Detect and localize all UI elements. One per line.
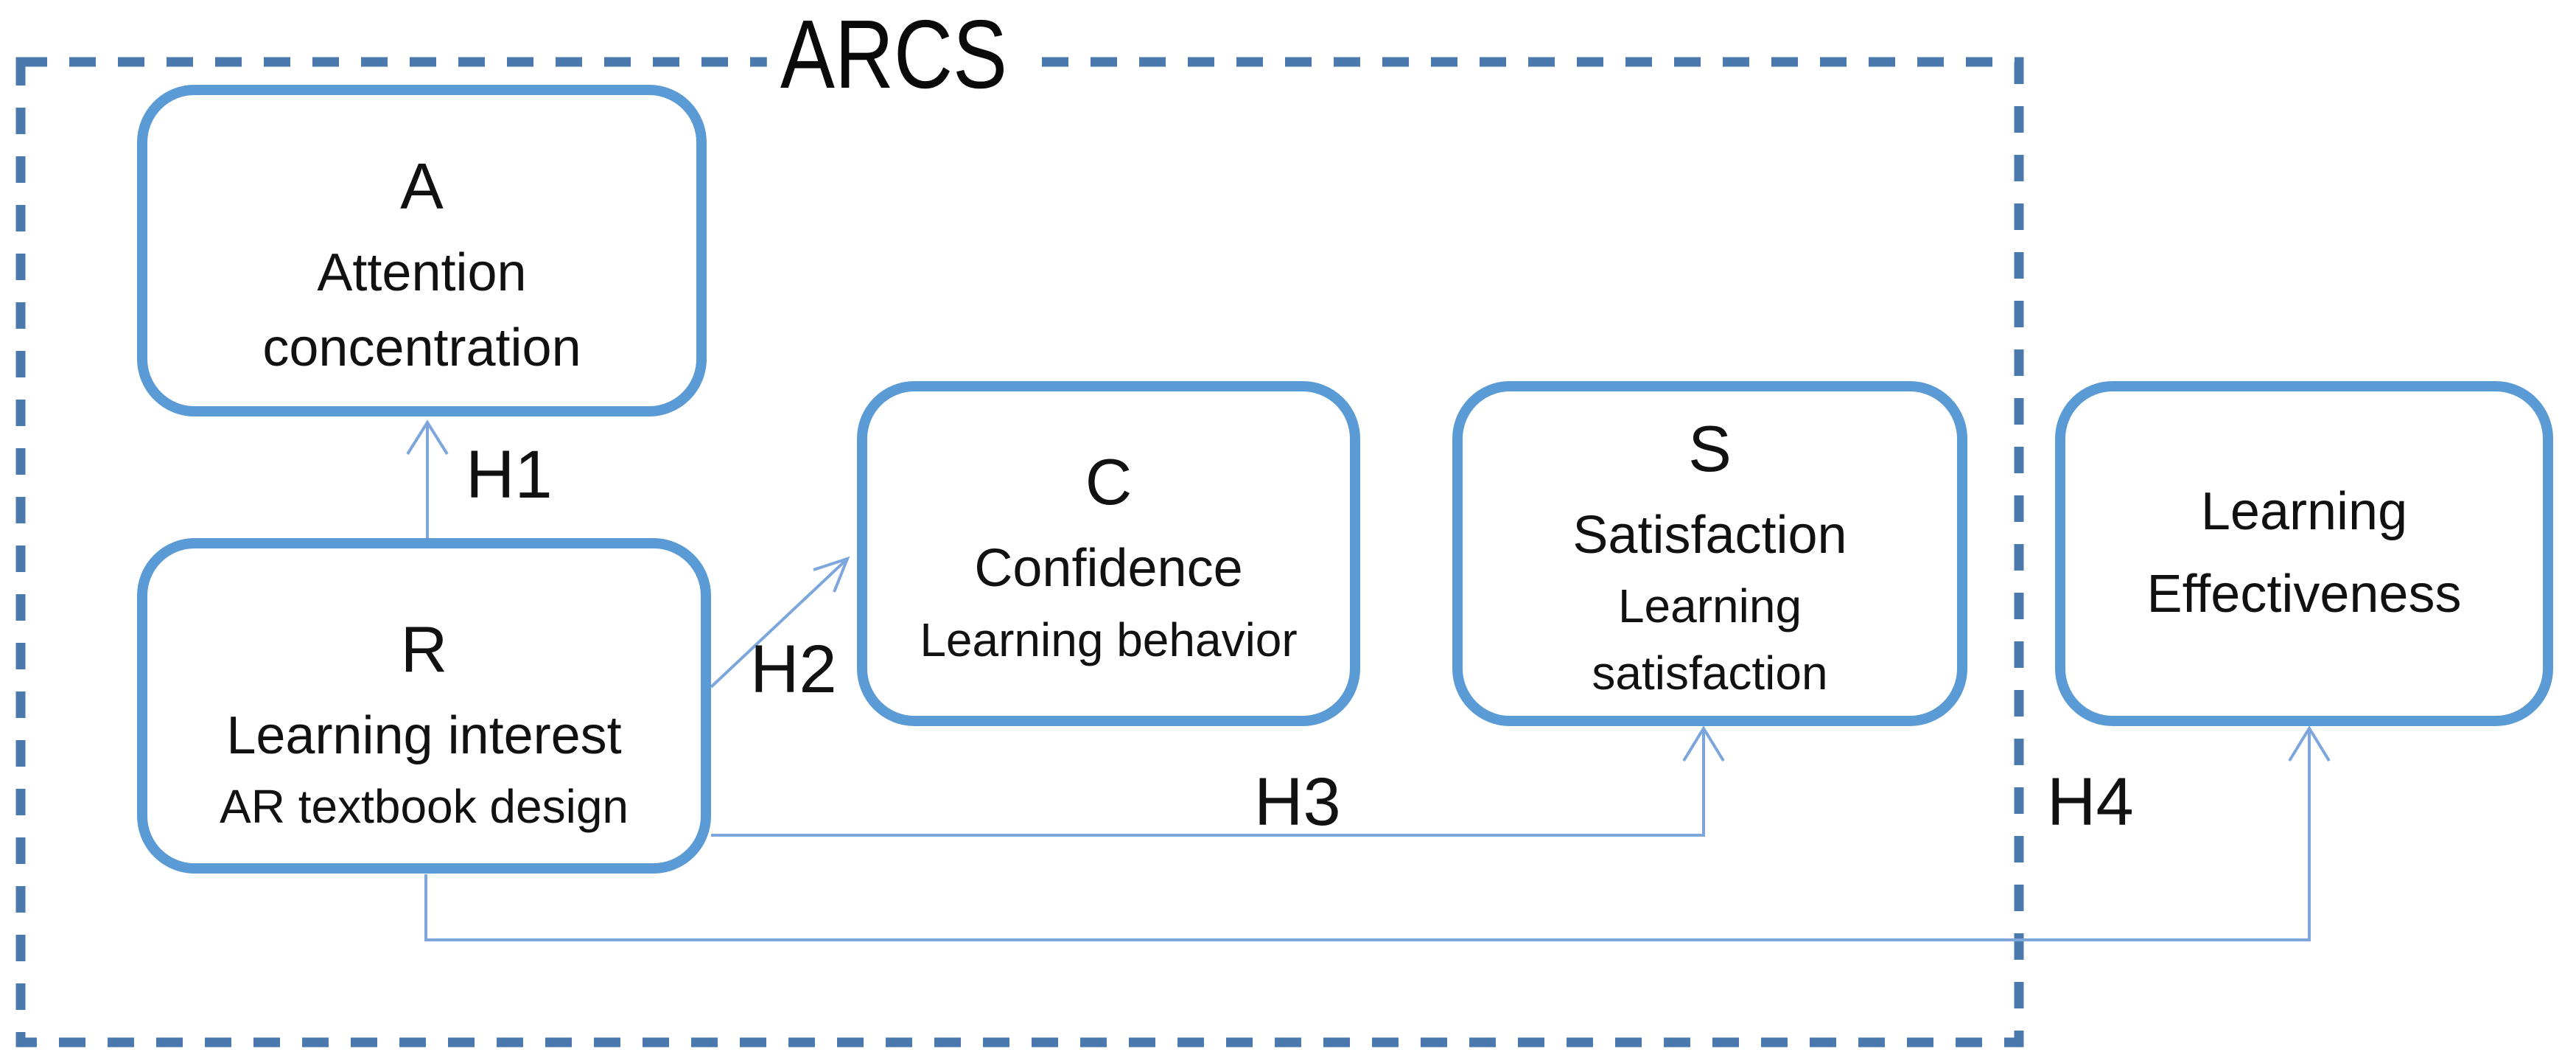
node-confidence: C Confidence Learning behavior [857,381,1360,726]
node-learning-effectiveness: Learning Effectiveness [2055,381,2553,726]
node-relevance-label: Learning interest [226,705,622,765]
node-satisfaction: S Satisfaction Learning satisfaction [1452,381,1967,726]
h4-arrow [424,725,2331,941]
node-learning-effectiveness-label2: Effectiveness [2146,565,2462,624]
node-learning-effectiveness-label: Learning [2200,482,2408,542]
node-relevance-letter: R [400,612,448,686]
diagram-title: ARCS [766,0,1021,109]
node-satisfaction-label2: Learning [1617,579,1802,633]
node-attention-letter: A [400,149,444,223]
node-satisfaction-label3: satisfaction [1592,646,1828,700]
h1-arrow [406,419,449,540]
node-attention-label2: concentration [262,318,581,377]
node-confidence-label: Confidence [974,539,1243,599]
node-confidence-letter: C [1085,445,1133,519]
node-relevance: R Learning interest AR textbook design [137,538,711,874]
node-relevance-label2: AR textbook design [220,780,629,834]
node-attention-label: Attention [317,243,527,302]
h2-arrow [710,556,850,689]
h3-label: H3 [1254,764,1341,840]
h3-arrow [711,725,1725,837]
node-attention: A Attention concentration [137,85,707,417]
h2-label: H2 [750,632,837,707]
node-satisfaction-label: Satisfaction [1572,506,1847,565]
node-confidence-label2: Learning behavior [920,613,1298,666]
node-satisfaction-letter: S [1688,412,1732,485]
h1-label: H1 [466,437,553,512]
h4-label: H4 [2047,764,2134,840]
